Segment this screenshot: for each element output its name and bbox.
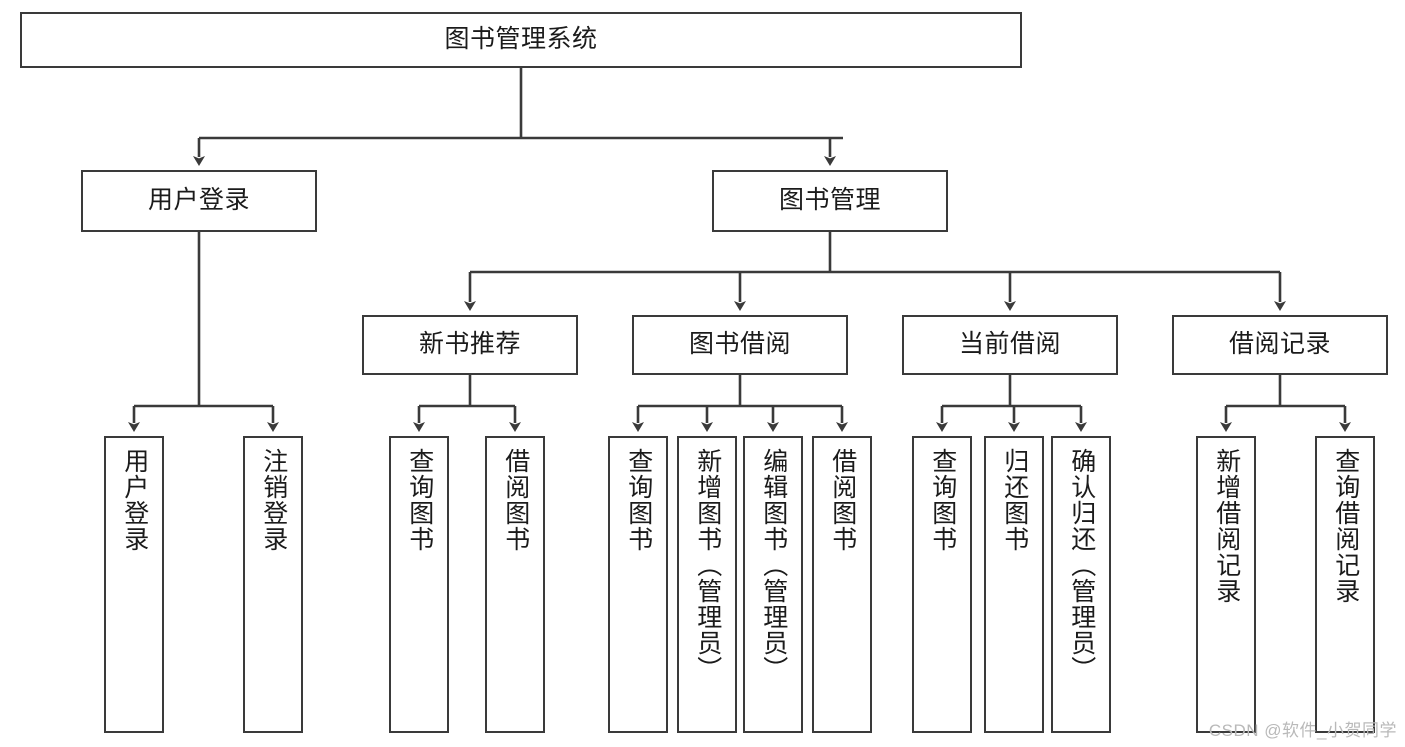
leaf-label: 查询图书 xyxy=(928,448,957,552)
node-root[interactable]: 图书管理系统 xyxy=(20,12,1022,68)
leaf-label: 借阅图书 xyxy=(501,448,530,552)
node-leaf-return-book[interactable]: 归还图书 xyxy=(984,436,1044,733)
leaf-label: 确认归还（管理员） xyxy=(1067,448,1096,682)
leaf-label: 查询图书 xyxy=(405,448,434,552)
leaf-label: 查询借阅记录 xyxy=(1331,448,1360,604)
node-current-borrow-label: 当前借阅 xyxy=(958,330,1061,359)
node-borrow-record-label: 借阅记录 xyxy=(1228,330,1331,359)
node-leaf-query-book-2[interactable]: 查询图书 xyxy=(608,436,668,733)
node-leaf-borrow-book-2[interactable]: 借阅图书 xyxy=(812,436,872,733)
node-borrow-record[interactable]: 借阅记录 xyxy=(1172,315,1388,375)
leaf-label: 注销登录 xyxy=(259,448,288,552)
node-book-borrow-label: 图书借阅 xyxy=(688,330,791,359)
node-leaf-add-book[interactable]: 新增图书（管理员） xyxy=(677,436,737,733)
node-leaf-logout[interactable]: 注销登录 xyxy=(243,436,303,733)
node-new-book-rec[interactable]: 新书推荐 xyxy=(362,315,578,375)
watermark: CSDN @软件_小贺同学 xyxy=(1208,721,1397,740)
leaf-label: 用户登录 xyxy=(120,448,149,552)
node-leaf-user-login[interactable]: 用户登录 xyxy=(104,436,164,733)
leaf-label: 借阅图书 xyxy=(828,448,857,552)
node-leaf-query-book-3[interactable]: 查询图书 xyxy=(912,436,972,733)
node-leaf-query-record[interactable]: 查询借阅记录 xyxy=(1315,436,1375,733)
node-current-borrow[interactable]: 当前借阅 xyxy=(902,315,1118,375)
node-leaf-add-record[interactable]: 新增借阅记录 xyxy=(1196,436,1256,733)
node-leaf-query-book-rec[interactable]: 查询图书 xyxy=(389,436,449,733)
node-user-login-label: 用户登录 xyxy=(147,186,250,215)
node-book-manage-label: 图书管理 xyxy=(778,186,881,215)
node-leaf-confirm-return[interactable]: 确认归还（管理员） xyxy=(1051,436,1111,733)
node-root-label: 图书管理系统 xyxy=(444,25,598,54)
node-book-borrow[interactable]: 图书借阅 xyxy=(632,315,848,375)
node-new-book-rec-label: 新书推荐 xyxy=(418,330,521,359)
leaf-label: 新增借阅记录 xyxy=(1212,448,1241,604)
node-leaf-edit-book[interactable]: 编辑图书（管理员） xyxy=(743,436,803,733)
leaf-label: 归还图书 xyxy=(1000,448,1029,552)
node-user-login[interactable]: 用户登录 xyxy=(81,170,317,232)
leaf-label: 查询图书 xyxy=(624,448,653,552)
leaf-label: 新增图书（管理员） xyxy=(693,448,722,682)
leaf-label: 编辑图书（管理员） xyxy=(759,448,788,682)
node-leaf-borrow-book-rec[interactable]: 借阅图书 xyxy=(485,436,545,733)
node-book-manage[interactable]: 图书管理 xyxy=(712,170,948,232)
